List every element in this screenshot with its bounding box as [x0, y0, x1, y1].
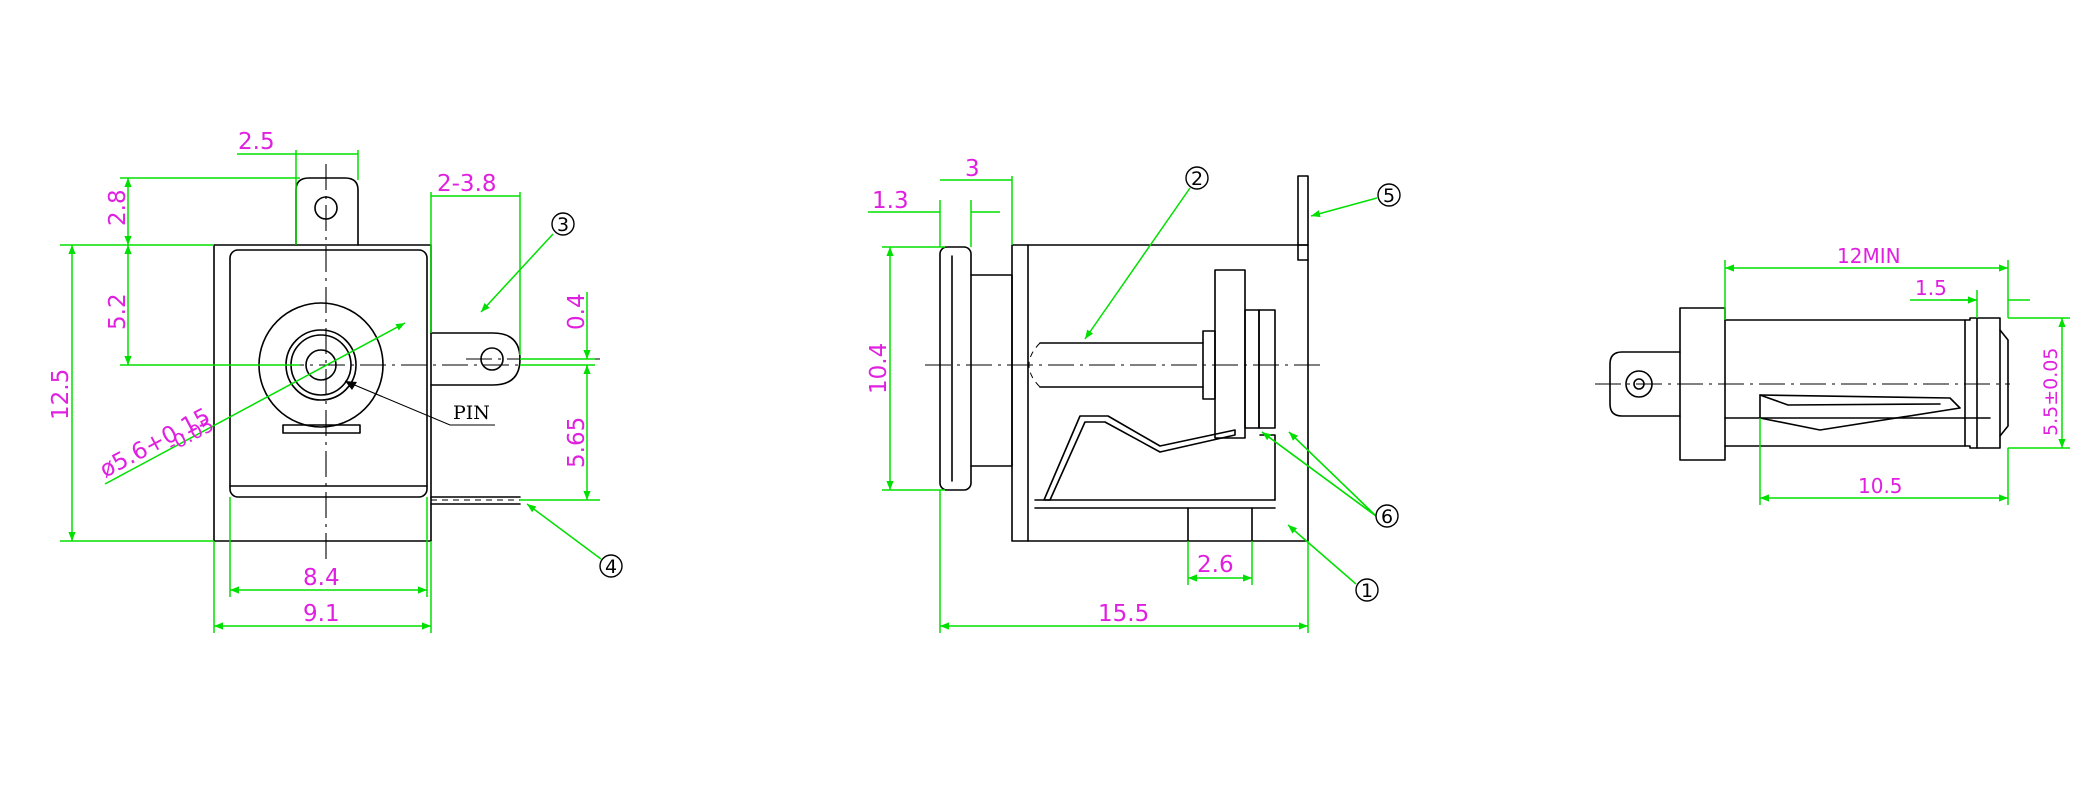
side-center-pin	[1039, 342, 1204, 388]
callout-3-leader	[480, 233, 554, 313]
dim-8-4-text: 8.4	[303, 565, 340, 591]
side-flange	[939, 246, 972, 491]
dim-3-text: 3	[965, 156, 980, 182]
side-bottom-legs	[1187, 507, 1253, 542]
dim-2-8-text: 2.8	[105, 189, 131, 226]
callout-2-bubble	[1185, 166, 1209, 190]
dim-1-5-text: 1.5	[1915, 276, 1947, 300]
side-rear-plate-2	[1258, 309, 1276, 429]
dim-9-1-text: 9.1	[303, 601, 340, 627]
dim-1-3-text: 1.3	[872, 188, 909, 214]
callout-1-bubble	[1355, 578, 1379, 602]
side-rear-block	[1214, 269, 1246, 439]
callout-1-leader	[1287, 524, 1357, 585]
right-spring-wedge	[1759, 394, 1961, 431]
callout-6-arrow-a	[1261, 431, 1377, 517]
front-pin-tail	[430, 496, 521, 505]
dim-vertical-extensions	[60, 177, 300, 542]
callout-2-leader	[1084, 187, 1191, 340]
dim-2-5-extensions	[295, 150, 359, 245]
callout-4-leader	[526, 503, 602, 560]
dim-12min-text: 12MIN	[1837, 244, 1901, 268]
callout-3-text: 3	[557, 214, 569, 236]
dim-12min-extensions	[1724, 260, 2009, 320]
side-top-terminal	[1297, 175, 1309, 246]
dim-0-4-text: 0.4	[564, 293, 590, 330]
dim-10-5-extensions	[1759, 418, 2009, 505]
pin-leader	[344, 380, 495, 426]
dim-2-5-text: 2.5	[238, 129, 275, 155]
callout-4-bubble	[599, 554, 623, 578]
callout-6-arrow-b	[1288, 431, 1377, 517]
callout-5-leader	[1310, 197, 1378, 218]
side-rear-plate	[1244, 309, 1260, 429]
right-tip-lines	[1964, 317, 1978, 449]
side-bottom-rail	[1034, 499, 1276, 509]
callout-6-bubble	[1375, 504, 1399, 528]
dim-2-3-8-extensions	[430, 192, 521, 355]
callout-5-bubble	[1377, 183, 1401, 207]
dim-5-5-text: 5.5±0.05	[2040, 348, 2062, 436]
right-spring-edge	[1759, 394, 1941, 406]
side-collar	[970, 274, 1013, 467]
callout-6-text: 6	[1381, 506, 1393, 528]
side-view: 1.3 3 10.4 2.6 15.5 2 5 6 1	[866, 156, 1401, 633]
dim-side-top-extensions	[939, 176, 1013, 247]
dim-diameter-leader	[104, 322, 406, 485]
dim-width-extensions	[213, 497, 432, 633]
side-top-terminal-base	[1297, 244, 1309, 261]
dim-15-5-extensions	[939, 490, 1309, 633]
callout-1-text: 1	[1361, 580, 1373, 602]
socket-bottom-cut	[282, 424, 361, 434]
dim-5-65-text: 5.65	[564, 417, 590, 468]
side-spring-link	[1259, 434, 1276, 501]
callout-4-text: 4	[605, 556, 617, 578]
dim-2-6-text: 2.6	[1197, 552, 1234, 578]
right-tip-bevel	[1999, 329, 2009, 437]
dim-10-5-text: 10.5	[1858, 474, 1903, 498]
right-view: 12MIN 1.5 5.5±0.05 10.5	[1595, 244, 2070, 505]
side-spring-contact	[1043, 415, 1236, 501]
dim-10-4-text: 10.4	[866, 343, 892, 394]
dim-2-3-8-text: 2-3.8	[437, 171, 497, 197]
callout-3-bubble	[551, 212, 575, 236]
front-body-outer	[213, 244, 432, 542]
front-view: PIN 2.5 2.8 5.2 12.5 ø5.6+0.15 -0.05 2-3…	[48, 129, 623, 633]
dim-15-5-text: 15.5	[1098, 601, 1149, 627]
callout-5-text: 5	[1383, 185, 1395, 207]
front-top-tab	[295, 177, 359, 246]
pin-label: PIN	[453, 402, 490, 424]
callout-2-text: 2	[1191, 168, 1203, 190]
front-body-inner	[229, 249, 428, 498]
side-body	[1011, 244, 1309, 542]
dim-5-2-text: 5.2	[105, 293, 131, 330]
pin-leader-arrow	[345, 381, 357, 390]
dim-12-5-text: 12.5	[48, 369, 74, 420]
